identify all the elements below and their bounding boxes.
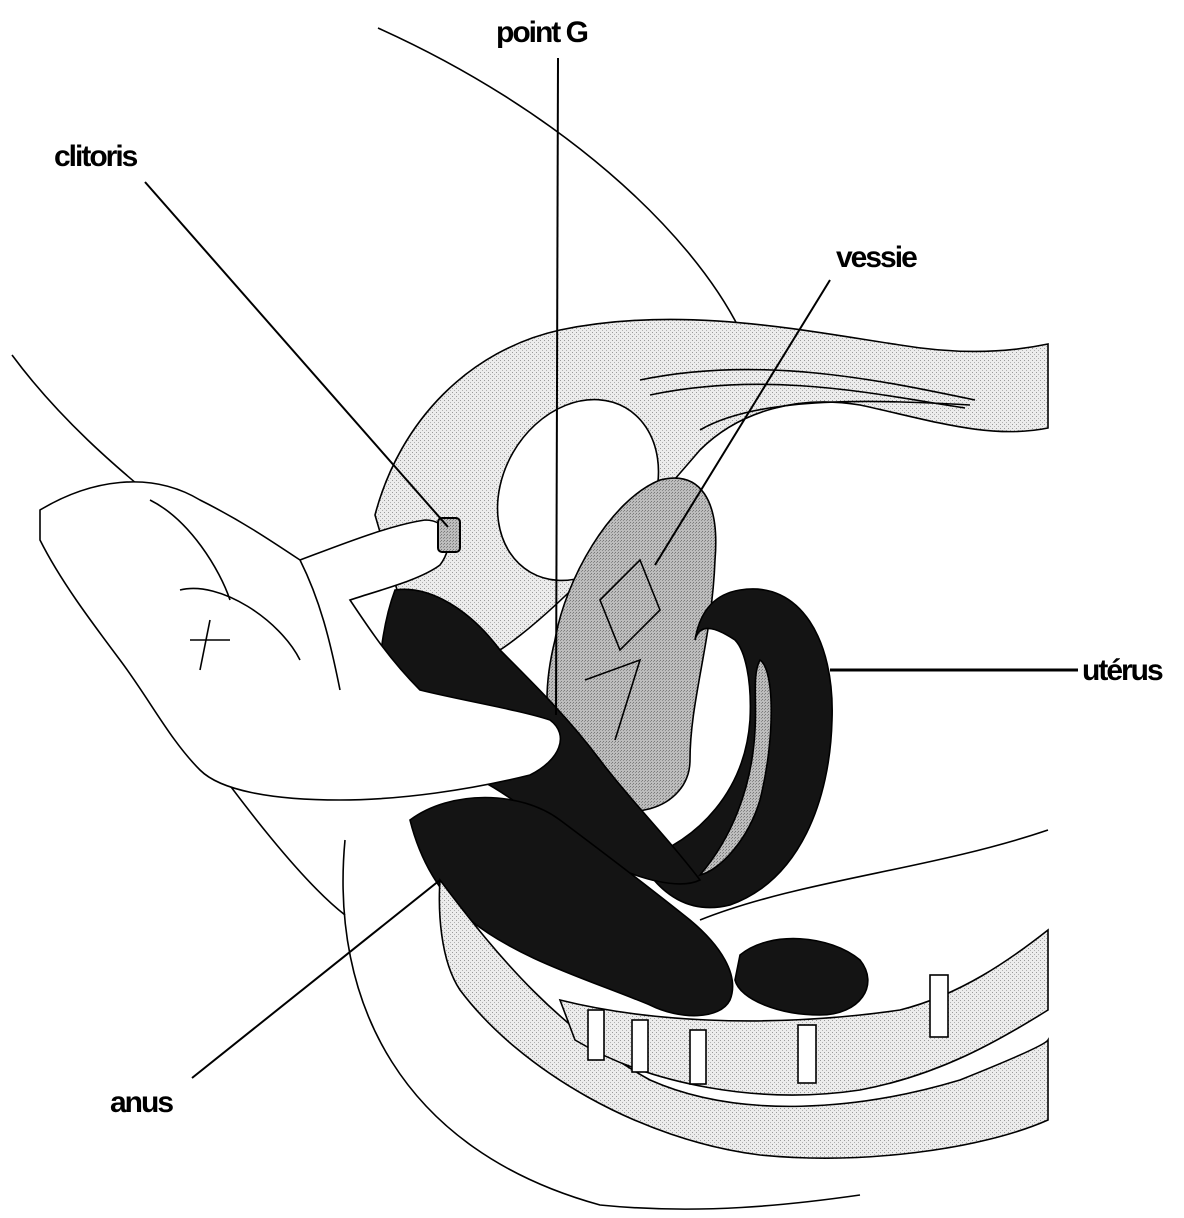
body-outline-thigh [12,355,150,495]
label-anus: anus [110,1086,173,1119]
rectum-fold [735,939,868,1015]
label-point-g: point G [496,16,588,49]
label-clitoris: clitoris [54,140,138,173]
body-outline-upper [378,28,740,330]
label-vessie: vessie [836,241,917,274]
leader-anus [192,880,440,1078]
leader-point-g [556,58,558,715]
label-uterus: utérus [1082,654,1163,687]
leader-clitoris [145,182,448,527]
clitoris-marker [438,518,460,552]
